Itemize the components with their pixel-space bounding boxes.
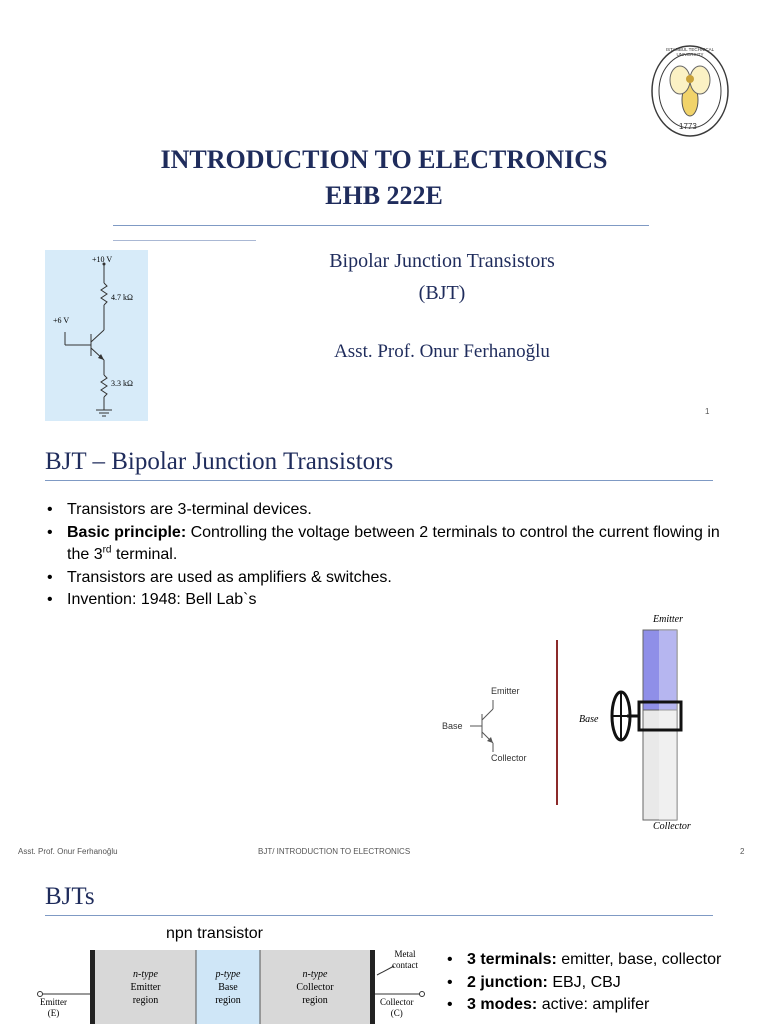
slide1-author: Asst. Prof. Onur Ferhanoğlu xyxy=(334,341,550,362)
slide2-footer-author: Asst. Prof. Onur Ferhanoğlu xyxy=(18,847,118,856)
bullet-superscript: rd xyxy=(102,544,112,556)
symbol-collector-label: Collector xyxy=(491,753,527,763)
region-name: region xyxy=(302,995,328,1006)
npn-structure-diagram: n-type Emitter region p-type Base region… xyxy=(30,948,440,1024)
bullet-text: terminal. xyxy=(111,546,178,563)
slide1-title-line1: INTRODUCTION TO ELECTRONICS xyxy=(160,145,608,174)
bullet-text: Invention: 1948: Bell Lab`s xyxy=(67,591,257,608)
bullet-text: EBJ, CBJ xyxy=(547,973,621,991)
bullet-text: Transistors are used as amplifiers & swi… xyxy=(67,568,392,586)
region-type: p-type xyxy=(215,969,241,980)
bee-emblem-icon xyxy=(669,65,711,117)
region-collector: n-type Collector region xyxy=(260,968,370,1007)
label-line: (E) xyxy=(47,1008,60,1018)
bullet-text: Controlling the voltage between 2 termin… xyxy=(67,523,720,564)
bullet-text: active: amplifer xyxy=(537,996,650,1013)
region-name: Base xyxy=(218,982,238,993)
circuit-supply-label: +10 V xyxy=(92,255,113,264)
bullet-bold-text: 3 modes: xyxy=(467,996,538,1013)
label-line: Emitter xyxy=(40,997,67,1007)
slide2-vertical-divider xyxy=(556,640,558,805)
region-base: p-type Base region xyxy=(196,968,260,1007)
metal-contact-label: Metal contact xyxy=(392,949,418,971)
logo-text: ISTANBUL TECHNICAL UNIVERSITY xyxy=(665,47,715,57)
itu-logo: 1773 ISTANBUL TECHNICAL UNIVERSITY xyxy=(650,44,730,139)
circuit-vb-label: +6 V xyxy=(53,316,70,325)
slide1-divider-short xyxy=(113,240,256,241)
faucet-analogy-diagram: Emitter Base Collector xyxy=(575,612,715,837)
slide1-page-number: 1 xyxy=(705,407,710,416)
slide2-page-number: 2 xyxy=(740,847,745,856)
npn-diagram-caption: npn transistor xyxy=(166,925,263,942)
bullet-bold-text: Basic principle: xyxy=(67,523,187,541)
label-line: Collector xyxy=(380,997,414,1007)
region-type: n-type xyxy=(133,969,158,980)
label-line: Metal xyxy=(394,949,416,959)
faucet-base-label: Base xyxy=(579,714,599,725)
bullet-text: Transistors are 3-terminal devices. xyxy=(67,501,312,518)
bjt-symbol: Emitter Base Collector xyxy=(440,682,540,767)
slide3-bullet-list: 3 terminals: emitter, base, collector 2 … xyxy=(445,949,768,1017)
list-item: 2 junction: EBJ, CBJ xyxy=(445,972,768,995)
list-item: Transistors are 3-terminal devices. xyxy=(45,499,725,522)
region-name: Collector xyxy=(296,982,334,993)
symbol-emitter-label: Emitter xyxy=(491,686,520,696)
slide2-divider xyxy=(45,480,713,481)
list-item: Transistors are used as amplifiers & swi… xyxy=(45,567,725,590)
bullet-text: emitter, base, collector xyxy=(556,951,722,968)
slide2-title: BJT – Bipolar Junction Transistors xyxy=(45,448,394,475)
slide1-title-line2: EHB 222E xyxy=(325,181,443,210)
list-item: 3 terminals: emitter, base, collector xyxy=(445,949,768,972)
list-item: 3 modes: active: amplifer xyxy=(445,994,768,1017)
faucet-emitter-label: Emitter xyxy=(653,614,683,625)
slide1-divider xyxy=(113,225,649,226)
slide3-divider xyxy=(45,915,713,916)
slide1-subtitle-line1: Bipolar Junction Transistors xyxy=(329,250,555,272)
faucet-collector-label: Collector xyxy=(653,821,691,832)
circuit-rc-label: 4.7 kΩ xyxy=(111,293,133,302)
logo-year: 1773 xyxy=(679,122,697,131)
bullet-bold-text: 3 terminals: xyxy=(467,951,557,968)
symbol-base-label: Base xyxy=(442,721,463,731)
region-name: region xyxy=(215,995,241,1006)
slide2-footer-course: BJT/ INTRODUCTION TO ELECTRONICS xyxy=(258,847,411,856)
bjt-bias-circuit: +10 V 4.7 kΩ +6 V 3.3 kΩ xyxy=(45,250,148,421)
list-item: Basic principle: Controlling the voltage… xyxy=(45,522,725,567)
slide3-title: BJTs xyxy=(45,883,95,910)
region-emitter: n-type Emitter region xyxy=(95,968,196,1007)
circuit-re-label: 3.3 kΩ xyxy=(111,379,133,388)
region-name: region xyxy=(132,995,159,1006)
emitter-terminal-label: Emitter (E) xyxy=(40,997,67,1019)
region-type: n-type xyxy=(302,969,328,980)
slide2-bullet-list: Transistors are 3-terminal devices. Basi… xyxy=(45,499,725,612)
bullet-bold-text: 2 junction: xyxy=(467,973,548,991)
label-line: (C) xyxy=(390,1008,403,1018)
region-name: Emitter xyxy=(130,982,161,993)
slide1-subtitle-line2: (BJT) xyxy=(418,282,466,304)
list-item: Invention: 1948: Bell Lab`s xyxy=(45,589,725,612)
label-line: contact xyxy=(392,960,418,970)
collector-terminal-label: Collector (C) xyxy=(380,997,414,1019)
